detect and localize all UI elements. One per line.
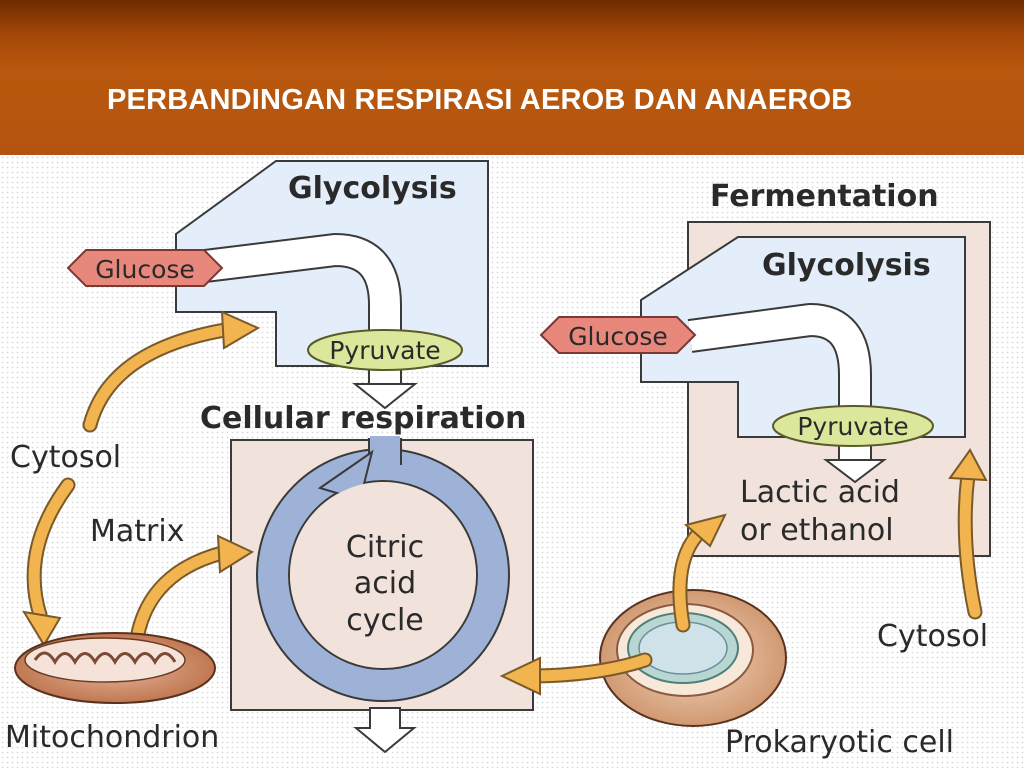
matrix-label: Matrix xyxy=(90,514,184,549)
product-label-line2: or ethanol xyxy=(740,513,894,548)
cytosol-to-fermentation-arrow xyxy=(948,448,988,620)
glycolysis-label-aerobic: Glycolysis xyxy=(288,171,457,206)
glycolysis-box-fermentation xyxy=(640,236,966,484)
mitochondrion-label: Mitochondrion xyxy=(5,720,219,755)
respiration-diagram: Glycolysis Glucose Pyruvate Cellular res… xyxy=(0,155,1024,768)
citric-label-line3: cycle xyxy=(346,603,424,638)
fermentation-title: Fermentation xyxy=(710,179,939,214)
cellular-respiration-label: Cellular respiration xyxy=(200,401,526,436)
pyruvate-label-fermentation: Pyruvate xyxy=(797,412,908,441)
pyruvate-label-aerobic: Pyruvate xyxy=(329,336,440,365)
mitochondrion-illustration xyxy=(14,632,216,704)
prokaryotic-cell-label: Prokaryotic cell xyxy=(725,725,954,760)
cytosol-label-left: Cytosol xyxy=(10,440,121,475)
glucose-label-fermentation: Glucose xyxy=(568,322,668,351)
product-label-line1: Lactic acid xyxy=(740,475,900,510)
cytosol-to-mitochondrion-arrow xyxy=(22,477,76,647)
citric-label-line2: acid xyxy=(354,566,416,601)
header-banner: PERBANDINGAN RESPIRASI AEROB DAN ANAEROB xyxy=(0,0,1024,155)
respiration-outlet-arrow xyxy=(353,707,417,754)
prokaryotic-cell-illustration xyxy=(599,589,787,727)
pyruvate-tag-fermentation xyxy=(772,405,934,447)
glucose-label-aerobic: Glucose xyxy=(95,255,195,284)
citric-label-line1: Citric xyxy=(346,530,424,565)
cytosol-to-glycolysis-arrow xyxy=(82,310,261,433)
cell-to-respiration-arrow xyxy=(499,652,653,696)
slide-title: PERBANDINGAN RESPIRASI AEROB DAN ANAEROB xyxy=(107,84,853,116)
pyruvate-tag-aerobic xyxy=(307,329,463,371)
cytosol-label-right: Cytosol xyxy=(877,619,988,654)
glucose-tag-fermentation xyxy=(539,316,697,354)
glycolysis-box-aerobic xyxy=(175,160,489,410)
cell-to-fermentation-arrow xyxy=(672,513,727,633)
glucose-tag-aerobic xyxy=(66,249,224,287)
citric-acid-cycle-arrow xyxy=(256,436,510,702)
glycolysis-label-fermentation: Glycolysis xyxy=(762,248,931,283)
